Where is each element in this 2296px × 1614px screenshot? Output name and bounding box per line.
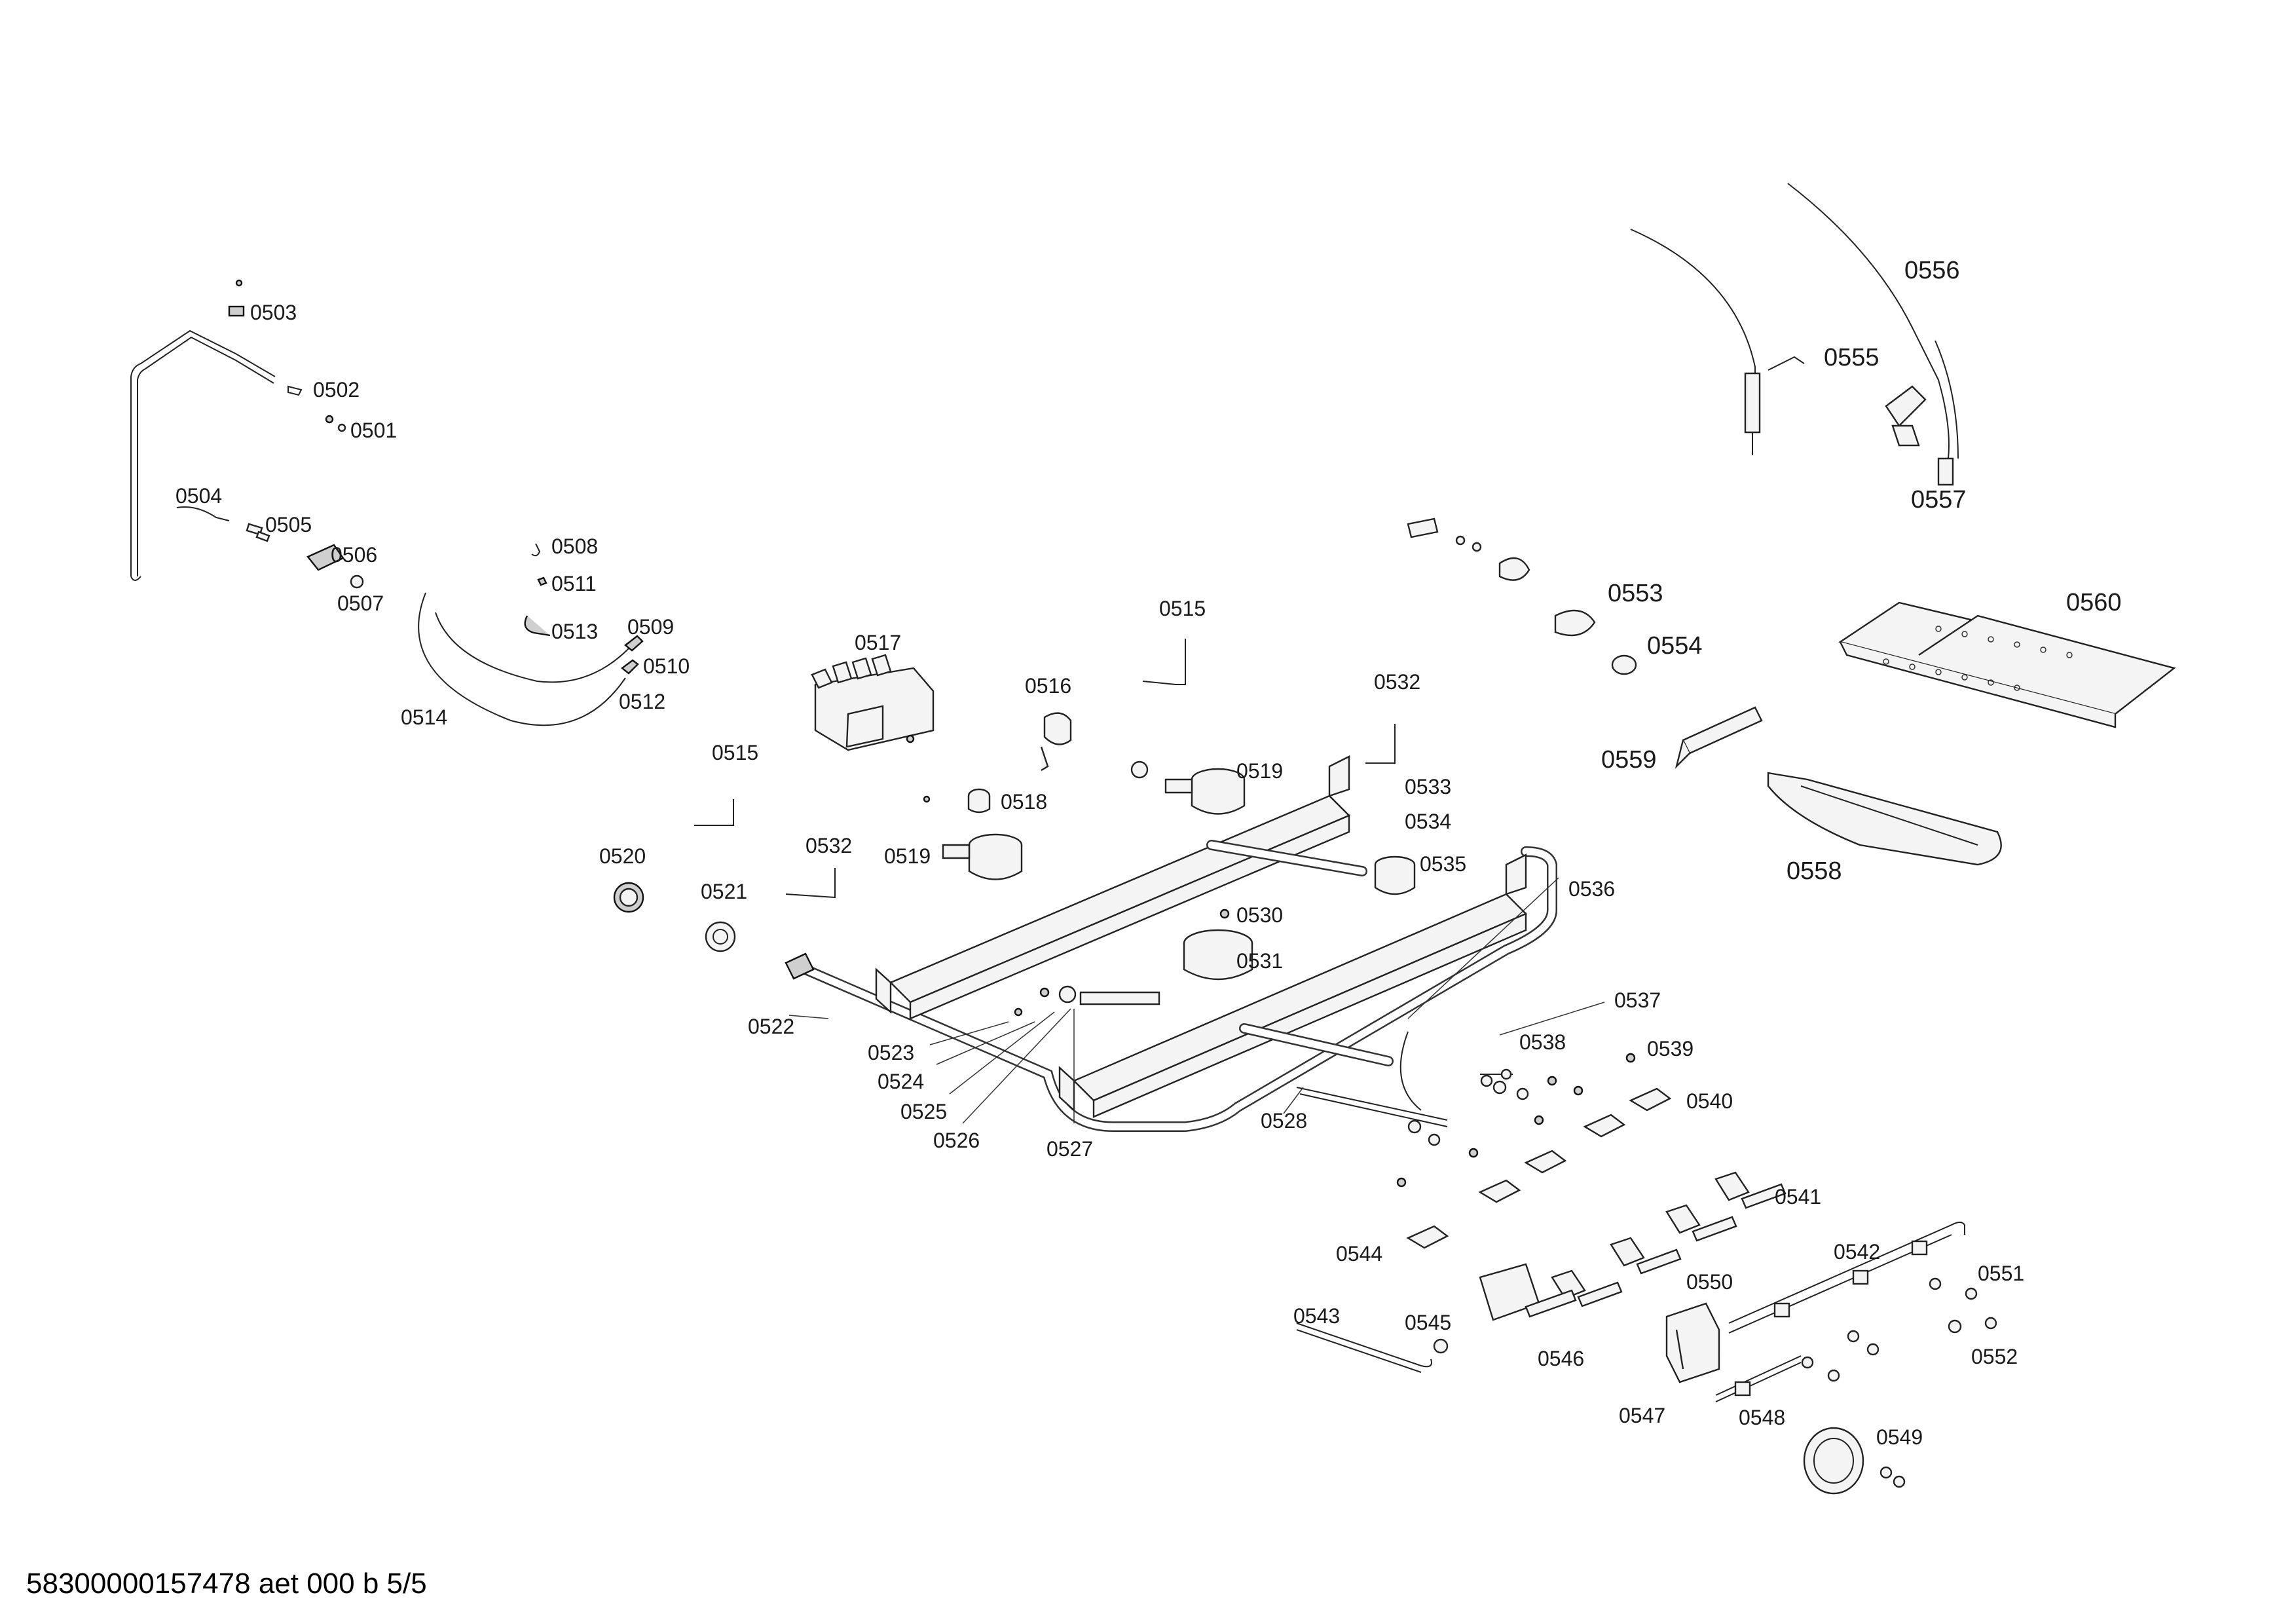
- label-0504: 0504: [176, 484, 222, 508]
- valve-clips: [1396, 1053, 1672, 1249]
- gas-valves: [1479, 1171, 1787, 1321]
- label-0553: 0553: [1608, 580, 1663, 607]
- label-0543: 0543: [1293, 1304, 1340, 1328]
- label-0559: 0559: [1601, 746, 1657, 774]
- label-0534: 0534: [1405, 810, 1451, 833]
- label-0554: 0554: [1647, 632, 1703, 660]
- ignition-cable-group: [418, 543, 644, 726]
- label-0505: 0505: [265, 513, 312, 536]
- label-0511: 0511: [551, 572, 597, 595]
- label-0528: 0528: [1261, 1109, 1307, 1133]
- label-0548: 0548: [1739, 1406, 1785, 1429]
- label-0508: 0508: [551, 535, 598, 558]
- label-0551: 0551: [1978, 1262, 2024, 1285]
- label-0512: 0512: [619, 690, 665, 713]
- label-0539: 0539: [1647, 1037, 1694, 1060]
- burner-cup-0519-left: [942, 833, 1023, 880]
- label-0546: 0546: [1538, 1347, 1584, 1370]
- label-0518: 0518: [1001, 790, 1047, 814]
- label-0507: 0507: [337, 591, 384, 615]
- leader-lines: [788, 877, 1605, 1124]
- label-0503: 0503: [250, 301, 297, 324]
- label-0535: 0535: [1420, 852, 1466, 876]
- tube-0543-group: [1296, 1323, 1449, 1373]
- label-0542: 0542: [1834, 1240, 1880, 1264]
- label-0560: 0560: [2066, 589, 2122, 616]
- label-0533: 0533: [1405, 775, 1451, 798]
- label-0523: 0523: [868, 1041, 914, 1064]
- oven-burner-group: [1407, 183, 2176, 866]
- label-0545: 0545: [1405, 1311, 1451, 1334]
- label-0556: 0556: [1904, 257, 1960, 284]
- label-0506: 0506: [331, 543, 377, 567]
- label-0541: 0541: [1775, 1185, 1821, 1209]
- label-0509: 0509: [627, 615, 674, 639]
- label-0510: 0510: [643, 654, 690, 678]
- label-0514: 0514: [401, 705, 447, 729]
- burner-cup-0519-right: [1130, 760, 1246, 815]
- ignition-module-0517: [811, 654, 935, 751]
- small-fittings: [613, 639, 1396, 952]
- label-0557: 0557: [1911, 486, 1967, 514]
- burner-cup-0535: [1374, 855, 1416, 895]
- label-0521: 0521: [701, 880, 747, 903]
- label-0520: 0520: [599, 844, 646, 868]
- label-0540: 0540: [1686, 1089, 1733, 1113]
- label-0531: 0531: [1236, 949, 1283, 973]
- label-0524: 0524: [878, 1070, 924, 1093]
- thermocouple-rod-group: [130, 279, 364, 589]
- label-0519-a: 0519: [1236, 759, 1283, 783]
- label-0538: 0538: [1519, 1030, 1566, 1054]
- label-0501: 0501: [350, 419, 397, 442]
- label-0552: 0552: [1971, 1345, 2018, 1368]
- label-0515-a: 0515: [1159, 597, 1206, 620]
- label-0555: 0555: [1824, 344, 1879, 371]
- label-0517: 0517: [855, 631, 901, 654]
- label-0516: 0516: [1025, 674, 1071, 698]
- clip-0503: [228, 305, 245, 317]
- injector-fittings: [1296, 1031, 1529, 1146]
- label-0526: 0526: [933, 1129, 980, 1152]
- burner-cup-0531: [1183, 929, 1253, 981]
- label-0544: 0544: [1336, 1242, 1382, 1266]
- label-0536: 0536: [1568, 877, 1615, 901]
- label-0530: 0530: [1236, 903, 1283, 927]
- label-0513: 0513: [551, 620, 598, 643]
- label-0550: 0550: [1686, 1270, 1733, 1294]
- thermostat-group: [1665, 1222, 1997, 1495]
- label-0532-b: 0532: [805, 834, 852, 857]
- label-0532-a: 0532: [1374, 670, 1420, 694]
- label-0502: 0502: [313, 378, 360, 402]
- label-0549: 0549: [1876, 1425, 1923, 1449]
- burner-frame-assembly: [785, 755, 1557, 1132]
- label-0527: 0527: [1046, 1137, 1093, 1161]
- label-0522: 0522: [748, 1015, 794, 1038]
- footer-document-code: 58300000157478 aet 000 b 5/5: [26, 1567, 427, 1600]
- label-0537: 0537: [1614, 988, 1661, 1012]
- label-0525: 0525: [900, 1100, 947, 1123]
- label-0519-b: 0519: [884, 844, 931, 868]
- label-0547: 0547: [1619, 1404, 1665, 1427]
- label-0558: 0558: [1787, 857, 1842, 885]
- callout-labels: 0503 0502 0501 0504 0505 0506 0507 0508 …: [176, 257, 2122, 1449]
- label-0515-b: 0515: [712, 741, 758, 764]
